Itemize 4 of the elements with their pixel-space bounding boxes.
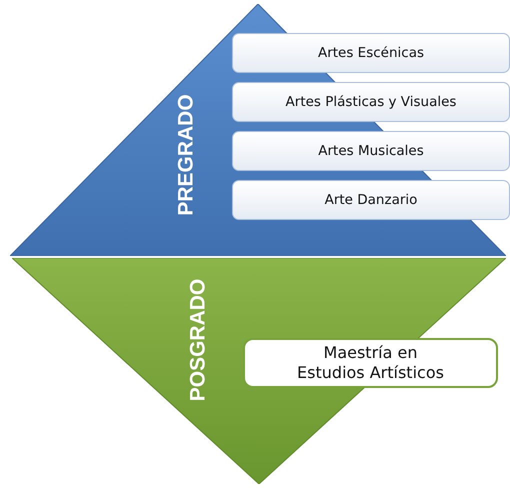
vertical-heading: POSGRADO xyxy=(186,278,210,402)
program-box: Artes Escénicas xyxy=(232,33,510,73)
vertical-heading: PREGRADO xyxy=(174,94,198,216)
program-box: Artes Plásticas y Visuales xyxy=(232,82,510,122)
